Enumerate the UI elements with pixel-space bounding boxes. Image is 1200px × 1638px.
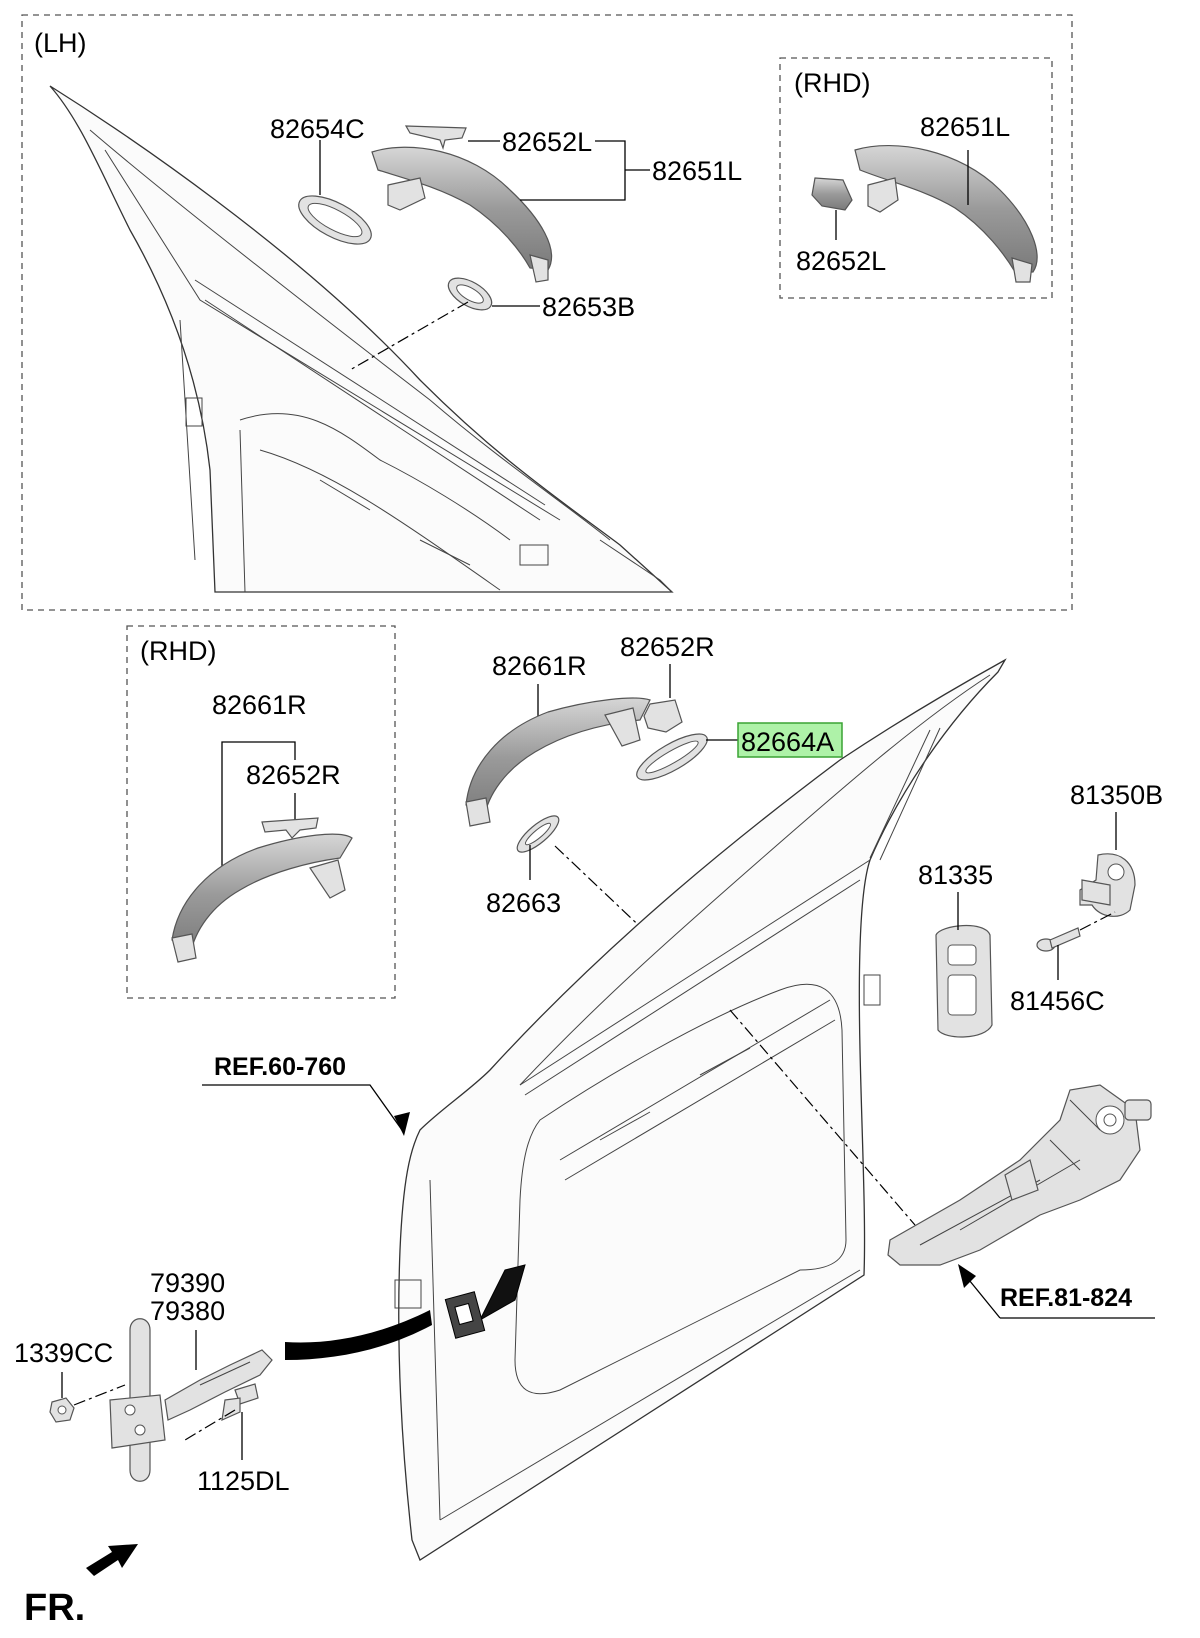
front-label: FR.: [24, 1587, 85, 1629]
cover-82652r-rhd: [261, 817, 319, 839]
front-arrow-icon: [86, 1544, 138, 1576]
spacer-81335: [935, 924, 993, 1038]
rh-section: 82661R 82652R 82664A 82663: [202, 632, 1163, 1561]
label-81456c: 81456C: [1010, 986, 1105, 1016]
rhd-left-inset: (RHD) 82661R 82652R: [126, 625, 396, 999]
striker-81350b: [1079, 853, 1136, 917]
label-82652l-top: 82652L: [502, 127, 592, 157]
outside-handle-82661r: [465, 697, 651, 827]
lh-tag: (LH): [34, 28, 87, 58]
label-82661r-rhd: 82661R: [212, 690, 307, 720]
lh-section-frame: [21, 14, 1073, 611]
label-81335: 81335: [918, 860, 993, 890]
rhd-left-frame: [126, 625, 396, 999]
check-link-mount: [444, 1264, 526, 1339]
label-82663: 82663: [486, 888, 561, 918]
label-82653b: 82653B: [542, 292, 635, 322]
door-latch-assembly: [887, 1084, 1152, 1266]
nut-1339cc: [49, 1397, 75, 1423]
ref-81-824-arrowhead: [958, 1264, 976, 1288]
label-82664a: 82664A: [741, 727, 834, 757]
label-82654c: 82654C: [270, 114, 365, 144]
label-82651l-rhd: 82651L: [920, 112, 1010, 142]
label-79380: 79380: [150, 1296, 225, 1326]
label-82652r-rhd: 82652R: [246, 760, 341, 790]
rhd-top-inset: (RHD) 82651L 82652L: [779, 57, 1053, 299]
label-79390: 79390: [150, 1268, 225, 1298]
label-81350b: 81350B: [1070, 780, 1163, 810]
door-check-section: 79390 79380 1339CC 1125DL: [14, 1268, 290, 1496]
label-1125dl: 1125DL: [197, 1466, 290, 1496]
label-82651l-top: 82651L: [652, 156, 742, 186]
label-82661r: 82661R: [492, 651, 587, 681]
label-82652l-rhd: 82652L: [796, 246, 886, 276]
outside-handle-82651l: [371, 146, 553, 283]
gasket-82653b: [447, 277, 493, 311]
cover-82652r: [643, 699, 683, 733]
cover-82652l: [404, 125, 467, 151]
ref-60-760-arrowhead: [394, 1112, 410, 1136]
front-indicator: FR.: [24, 1544, 138, 1629]
gasket-82663: [516, 815, 560, 853]
label-82652r: 82652R: [620, 632, 715, 662]
check-link-arrow: [285, 1310, 432, 1360]
door-checker-79380: [109, 1318, 273, 1482]
gasket-82664a: [636, 733, 708, 781]
label-1339cc: 1339CC: [14, 1338, 113, 1368]
ref-81-824[interactable]: REF.81-824: [1000, 1284, 1132, 1312]
gasket-82654c: [298, 195, 372, 245]
highlight-82664a: [737, 722, 843, 758]
rhd-top-frame: [779, 57, 1053, 299]
lh-door-panel: [49, 85, 674, 593]
outside-handle-82661r-rhd: [171, 833, 353, 963]
rhd-left-tag: (RHD): [140, 636, 216, 666]
rhd-top-tag: (RHD): [794, 68, 870, 98]
lh-section: (LH) 82654C 826: [21, 14, 1073, 611]
ref-60-760[interactable]: REF.60-760: [214, 1053, 346, 1081]
rh-door-panel: [394, 658, 1007, 1561]
screw-81456c: [1036, 927, 1081, 952]
